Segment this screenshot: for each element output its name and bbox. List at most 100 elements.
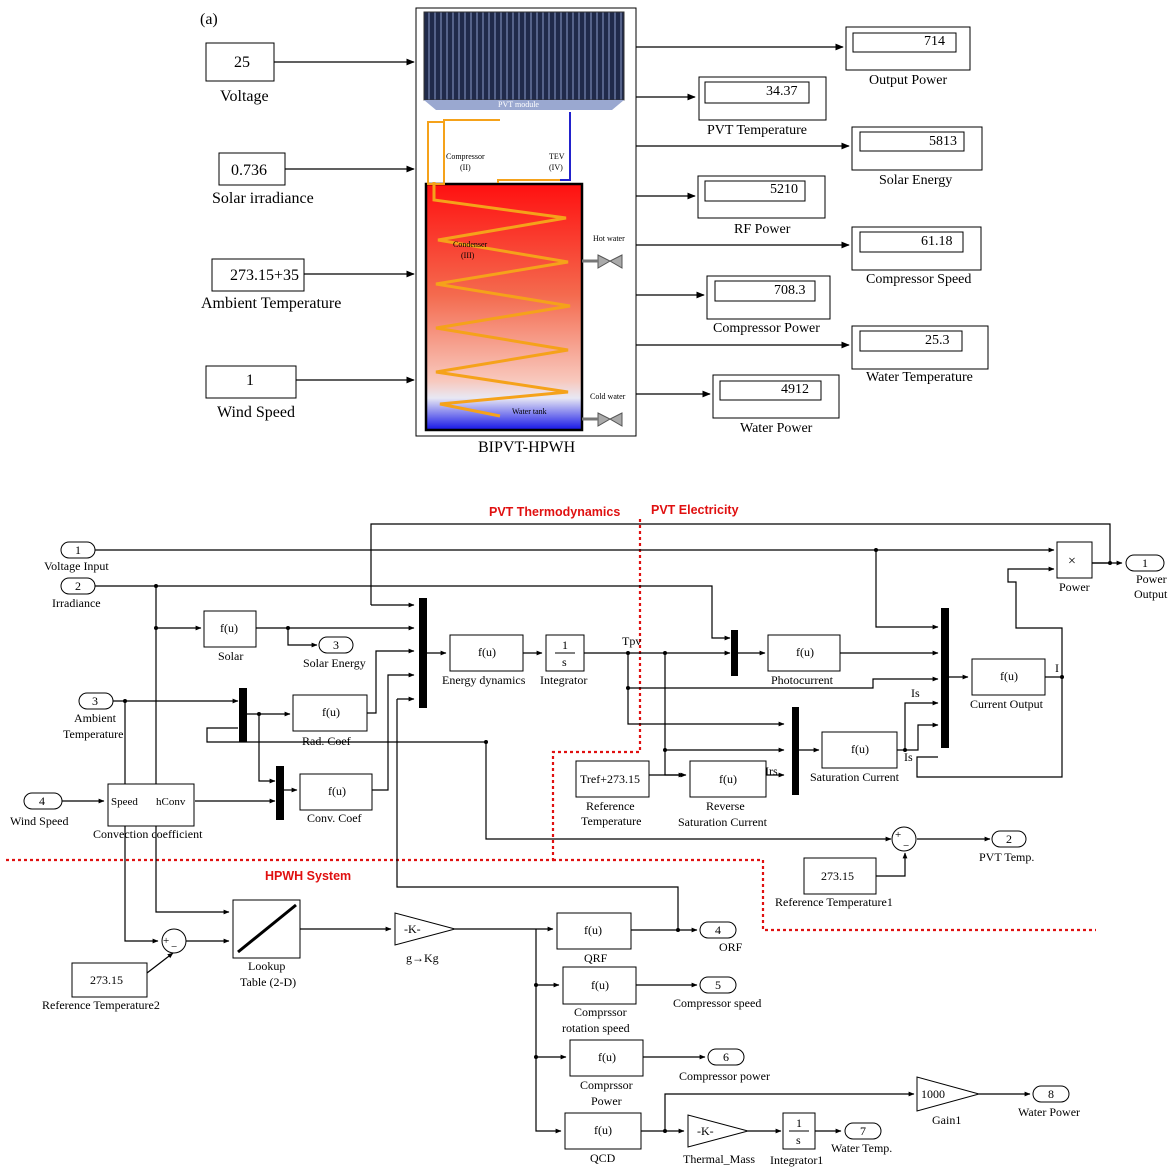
sum-hpwh[interactable]: + − [161, 928, 187, 954]
fcn-comppow-text: f(u) [598, 1050, 616, 1064]
gain1-text: 1000 [921, 1087, 945, 1101]
outport-orf[interactable]: 4 ORF [699, 921, 743, 954]
system-illustration: PVT module Compressor (II) TEV (IV) Cond… [423, 11, 626, 432]
inport-3-num: 3 [92, 694, 98, 708]
outport-4-num: 4 [715, 923, 721, 937]
display-water-temperature[interactable]: 25.3 Water Temperature [636, 325, 989, 385]
const-ref-temp2[interactable]: 273.15 Reference Temperature2 [42, 962, 160, 1012]
display-water-power[interactable]: 4912 Water Power [636, 374, 840, 436]
fcn-current-label: Current Output [970, 697, 1044, 711]
fcn-reverse-saturation[interactable]: f(u) Reverse Saturation Current [678, 760, 768, 829]
fcn-photocurrent[interactable]: f(u) Photocurrent [767, 634, 841, 687]
inport-4-num: 4 [39, 794, 45, 808]
water-temperature-value: 25.3 [925, 333, 950, 348]
mux-photo[interactable] [731, 630, 738, 676]
gain1-label: Gain1 [932, 1113, 961, 1127]
conv-coefficient-label: Convection coefficient [93, 827, 203, 841]
fcn-solar[interactable]: f(u) Solar [203, 610, 257, 663]
water-tank-label: Water tank [512, 407, 547, 416]
sum-hpwh-plus: + [163, 935, 169, 947]
convection-coefficient-block[interactable]: Speed hConv Convection coefficient [93, 783, 203, 841]
inport-ambient-temperature[interactable]: 3 Ambient Temperature [63, 692, 123, 741]
output-power-value: 714 [924, 34, 945, 49]
outport-water-power[interactable]: 8 Water Power [1018, 1085, 1080, 1119]
integrator1-num: 1 [796, 1116, 802, 1130]
display-rf-power[interactable]: 5210 RF Power [636, 175, 826, 237]
lookup-label2: Table (2-D) [240, 975, 296, 989]
outport-8-num: 8 [1048, 1087, 1054, 1101]
const-ref1-label: Reference Temperature1 [775, 895, 893, 909]
rf-power-value: 5210 [770, 182, 798, 197]
outport-7-num: 7 [860, 1124, 866, 1138]
fcn-rev-label2: Saturation Current [678, 815, 768, 829]
display-solar-energy[interactable]: 5813 Solar Energy [636, 126, 983, 188]
inport-wind-speed[interactable]: 4 Wind Speed [10, 792, 69, 828]
integrator-block[interactable]: 1 s Integrator [540, 634, 587, 687]
outport-7-label: Water Temp. [831, 1141, 892, 1155]
inport-irradiance[interactable]: 2 Irradiance [52, 577, 101, 610]
conv-speed-port: Speed [111, 796, 138, 808]
display-pvt-temperature[interactable]: 34.37 PVT Temperature [636, 76, 827, 138]
fcn-current-output[interactable]: f(u) Current Output [970, 658, 1046, 711]
lookup-table-2d[interactable]: Lookup Table (2-D) [232, 899, 301, 989]
const-ref-temp1[interactable]: 273.15 Reference Temperature1 [775, 857, 893, 909]
panel-label: (a) [200, 11, 218, 28]
fcn-sat-text: f(u) [851, 742, 869, 756]
mux-current[interactable] [941, 608, 949, 748]
pvt-module-label: PVT module [498, 100, 539, 109]
fcn-comprot-label2: rotation speed [562, 1021, 630, 1035]
outport-3-label: Solar Energy [303, 656, 366, 670]
outport-power-output[interactable]: 1 Power Output [1125, 554, 1168, 601]
outport-1-label2: Output [1134, 587, 1168, 601]
sum-hpwh-minus: − [171, 941, 177, 953]
display-output-power[interactable]: 714 Output Power [636, 26, 971, 88]
input-ambient-temperature[interactable]: 273.15+35 Ambient Temperature [201, 258, 415, 312]
fcn-qcd[interactable]: f(u) QCD [564, 1112, 642, 1165]
signal-i: I [1055, 661, 1059, 675]
fcn-qrf-text: f(u) [584, 923, 602, 937]
fcn-saturation-current[interactable]: f(u) Saturation Current [810, 731, 900, 784]
fcn-qrf[interactable]: f(u) QRF [556, 912, 632, 965]
hot-water-valve-icon [582, 254, 623, 269]
input-solar-irradiance[interactable]: 0.736 Solar irradiance [212, 152, 415, 207]
signal-is-1: Is [911, 686, 920, 700]
input-voltage-label: Voltage [220, 88, 269, 105]
outport-solar-energy[interactable]: 3 Solar Energy [303, 636, 366, 670]
gain-g-to-kg[interactable]: -K- g→Kg [394, 912, 457, 965]
fcn-compressor-rotation[interactable]: f(u) Comprssor rotation speed [562, 966, 637, 1035]
const-reference-temperature[interactable]: Tref+273.15 Reference Temperature [575, 760, 650, 828]
mux-rad[interactable] [239, 688, 247, 742]
gain1-block[interactable]: 1000 Gain1 [916, 1076, 981, 1127]
fcn-conv-text: f(u) [328, 784, 346, 798]
display-compressor-power[interactable]: 708.3 Compressor Power [636, 275, 831, 336]
integrator1-block[interactable]: 1 s Integrator1 [770, 1112, 823, 1167]
display-compressor-speed[interactable]: 61.18 Compressor Speed [636, 226, 982, 287]
input-ambient-value: 273.15+35 [230, 267, 299, 284]
mux-energy[interactable] [419, 598, 427, 708]
input-wind-value: 1 [246, 372, 254, 389]
cold-water-valve-icon [582, 412, 623, 427]
mux-conv[interactable] [276, 766, 284, 820]
input-ambient-label: Ambient Temperature [201, 295, 341, 312]
fcn-comppow-label1: Comprssor [580, 1078, 633, 1092]
fcn-conv-coef[interactable]: f(u) Conv. Coef [299, 773, 373, 825]
gain-thermal-mass[interactable]: -K- Thermal_Mass [683, 1114, 755, 1166]
outport-pvt-temp[interactable]: 2 PVT Temp. [979, 830, 1034, 864]
outport-water-temp[interactable]: 7 Water Temp. [831, 1122, 892, 1155]
outport-6-label: Compressor power [679, 1069, 770, 1083]
outport-compressor-power[interactable]: 6 Compressor power [679, 1048, 770, 1083]
input-voltage[interactable]: 25 Voltage [205, 42, 415, 105]
sum-pvt-temp[interactable]: + − [891, 826, 917, 852]
compressor-speed-label: Compressor Speed [866, 272, 971, 287]
fcn-compressor-power[interactable]: f(u) Comprssor Power [569, 1039, 644, 1108]
mux-saturation[interactable] [792, 707, 799, 795]
product-power[interactable]: × Power [1056, 541, 1093, 594]
inport-voltage-input[interactable]: 1 Voltage Input [44, 541, 109, 573]
fcn-energy-dynamics[interactable]: f(u) Energy dynamics [442, 634, 526, 687]
branch-points [123, 548, 1112, 1133]
gain-tm-label: Thermal_Mass [683, 1152, 755, 1166]
fcn-rad-coef[interactable]: f(u) Rad. Coef [292, 694, 368, 748]
input-wind-speed[interactable]: 1 Wind Speed [205, 365, 415, 421]
fcn-comprot-text: f(u) [591, 978, 609, 992]
outport-compressor-speed[interactable]: 5 Compressor speed [673, 976, 761, 1010]
